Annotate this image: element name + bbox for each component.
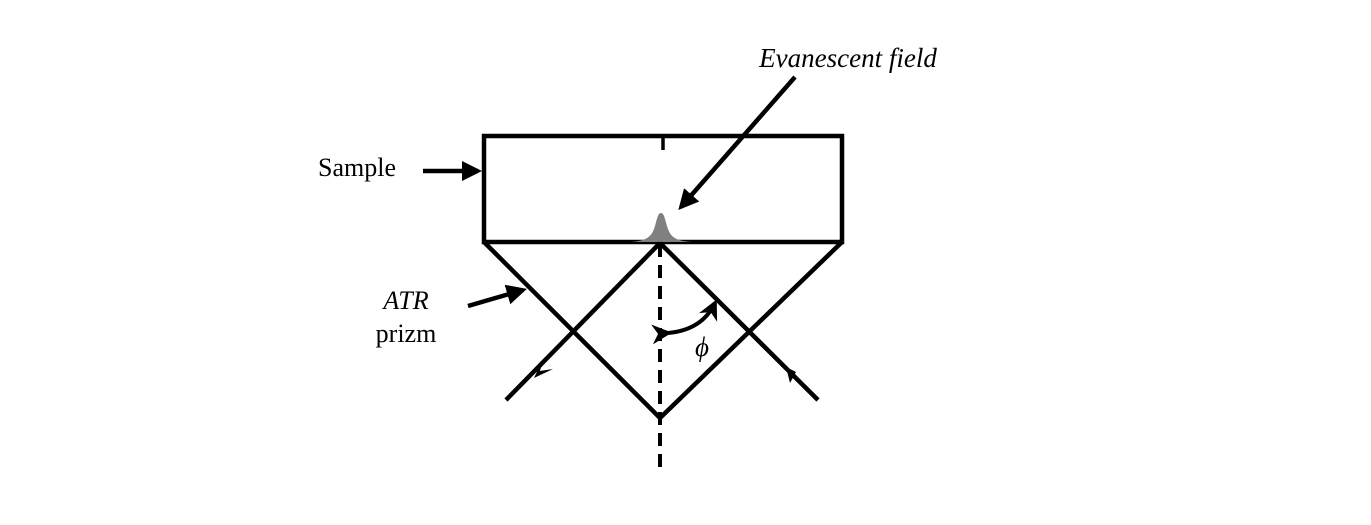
angle-arc	[651, 299, 718, 345]
evanescent-field-shape	[630, 213, 692, 242]
evanescent-pointer-arrow	[678, 75, 797, 211]
incident-ray-arrowhead	[786, 367, 807, 383]
atr-label: ATR	[381, 286, 428, 315]
angle-phi-label: ϕ	[695, 332, 709, 362]
reflected-ray-arrowhead	[534, 359, 553, 378]
evanescent-field-label: Evanescent field	[758, 43, 937, 73]
incident-ray	[658, 241, 820, 402]
prizm-label: prizm	[376, 319, 437, 348]
reflected-ray	[504, 241, 662, 402]
sample-label: Sample	[318, 153, 396, 182]
atr-prism	[482, 240, 844, 422]
atr-pointer-arrow	[467, 284, 527, 309]
